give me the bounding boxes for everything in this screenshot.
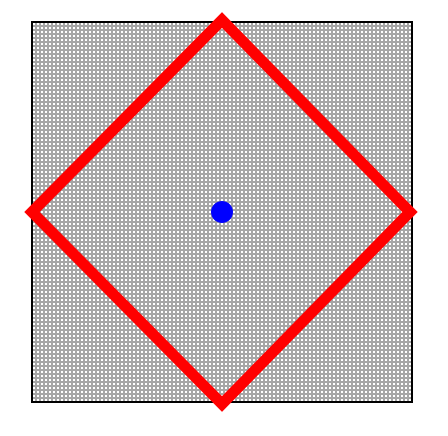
blue-center-dot	[211, 201, 233, 223]
red-diamond	[24, 12, 418, 412]
